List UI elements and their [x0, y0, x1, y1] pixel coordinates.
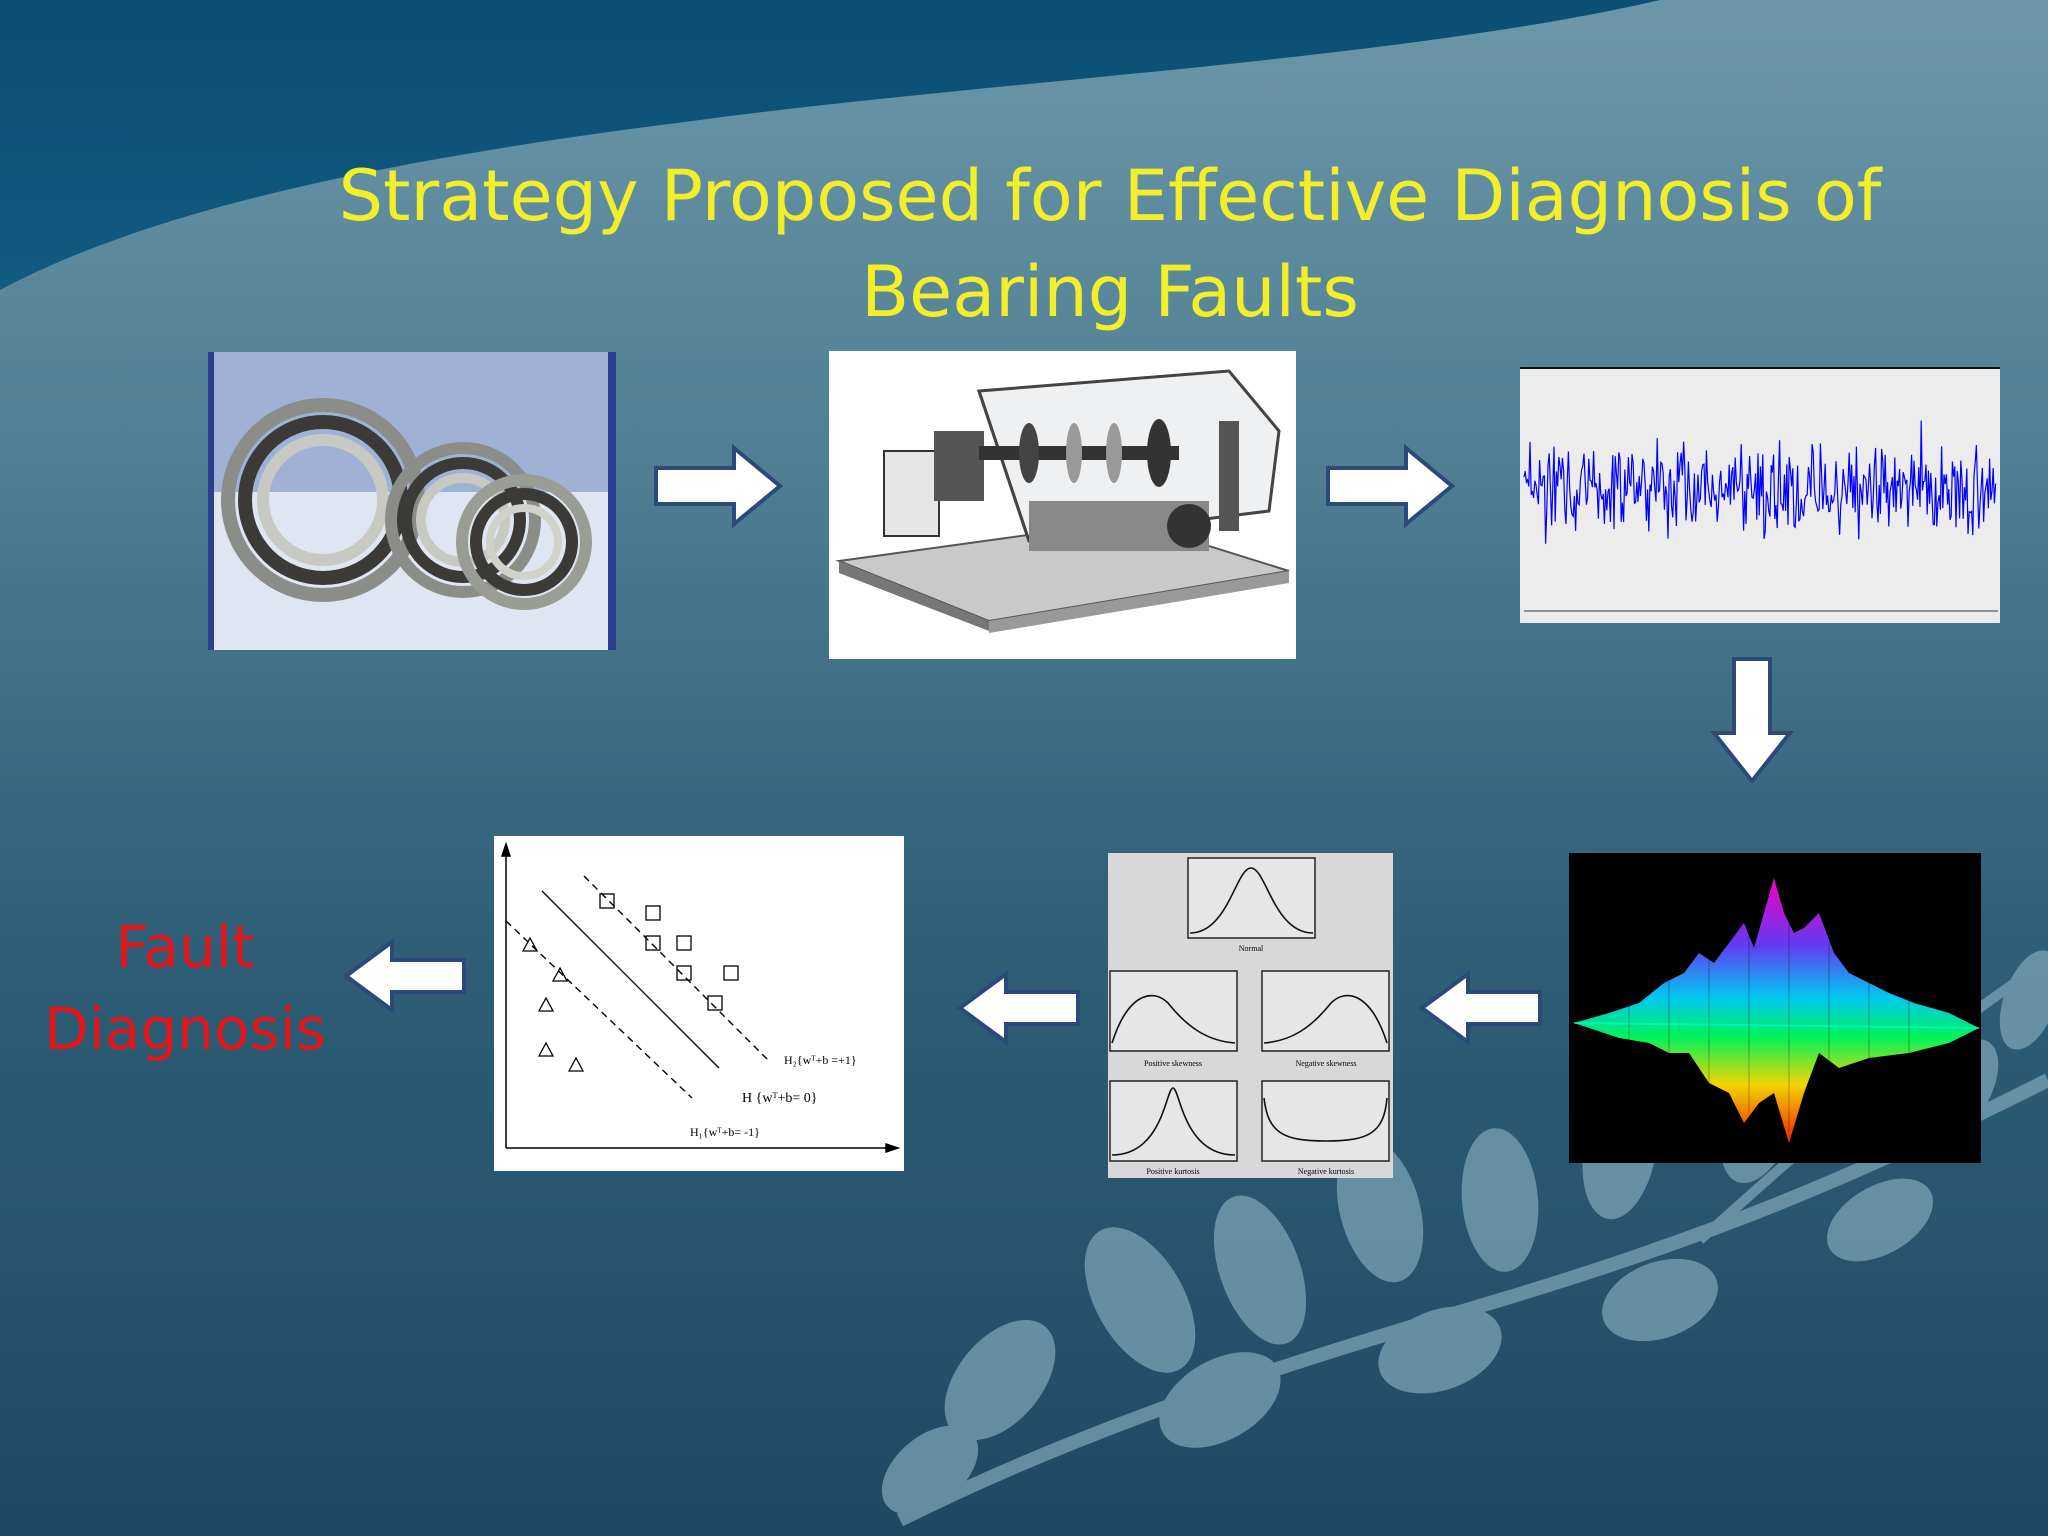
- negative-kurtosis-label: Negative kurtosis: [1298, 1167, 1354, 1176]
- arrow-left-icon: [956, 970, 1080, 1046]
- title-line-2: Bearing Faults: [861, 251, 1359, 333]
- arrow-right-icon: [1326, 444, 1456, 528]
- class-triangles: [521, 936, 585, 1072]
- arrow-right-2: [1324, 444, 1456, 528]
- arrow-left-icon: [342, 938, 466, 1014]
- h1-label: H₁{wᵀ+b= -1}: [690, 1125, 760, 1139]
- title-line-1: Strategy Proposed for Effective Diagnosi…: [338, 155, 1882, 237]
- arrow-down-icon: [1710, 657, 1794, 785]
- positive-kurtosis-label: Positive kurtosis: [1146, 1167, 1199, 1176]
- h-label: H {wᵀ+b= 0}: [742, 1091, 818, 1106]
- normal-label: Normal: [1239, 944, 1264, 953]
- arrow-left-1: [1418, 970, 1544, 1046]
- arrow-right-icon: [654, 444, 784, 528]
- distribution-shapes: Normal Positive skewness Negative skewne…: [1108, 853, 1393, 1178]
- bearing-photo: [208, 352, 616, 650]
- positive-kurtosis-chart: Positive kurtosis: [1109, 1080, 1238, 1176]
- h2-label: H₂{wᵀ+b =+1}: [784, 1053, 857, 1067]
- bearing-small: [456, 474, 592, 610]
- positive-skewness-chart: Positive skewness: [1109, 970, 1238, 1068]
- arrow-left-2: [956, 970, 1082, 1046]
- class-squares: [599, 893, 739, 1011]
- fault-line: Fault: [115, 913, 255, 981]
- negative-kurtosis-chart: Negative kurtosis: [1261, 1080, 1390, 1176]
- negative-skewness-chart: Negative skewness: [1261, 970, 1390, 1068]
- fault-diagnosis-label: Fault Diagnosis: [30, 906, 340, 1070]
- bearing-large: [221, 398, 425, 602]
- wavelet-surface: [1569, 853, 1981, 1163]
- arrow-down: [1710, 655, 1794, 785]
- positive-skewness-label: Positive skewness: [1144, 1059, 1202, 1068]
- test-rig-photo: [829, 351, 1296, 659]
- arrow-left-icon: [1418, 970, 1542, 1046]
- diagnosis-line: Diagnosis: [44, 995, 326, 1063]
- vibration-signal: [1520, 367, 2000, 623]
- surface-top: [1574, 878, 1979, 1143]
- svm-axes: [500, 841, 901, 1154]
- svm-classifier: H₂{wᵀ+b =+1} H {wᵀ+b= 0} H₁{wᵀ+b= -1}: [494, 836, 904, 1171]
- margin-line-upper: [583, 875, 770, 1062]
- normal-chart: Normal: [1187, 857, 1316, 953]
- negative-skewness-label: Negative skewness: [1295, 1059, 1356, 1068]
- arrow-left-3: [342, 938, 468, 1014]
- arrow-right-1: [652, 444, 784, 528]
- hyperplane-line: [541, 890, 720, 1069]
- slide-title: Strategy Proposed for Effective Diagnosi…: [330, 148, 1890, 340]
- signal-trace: [1523, 420, 1997, 544]
